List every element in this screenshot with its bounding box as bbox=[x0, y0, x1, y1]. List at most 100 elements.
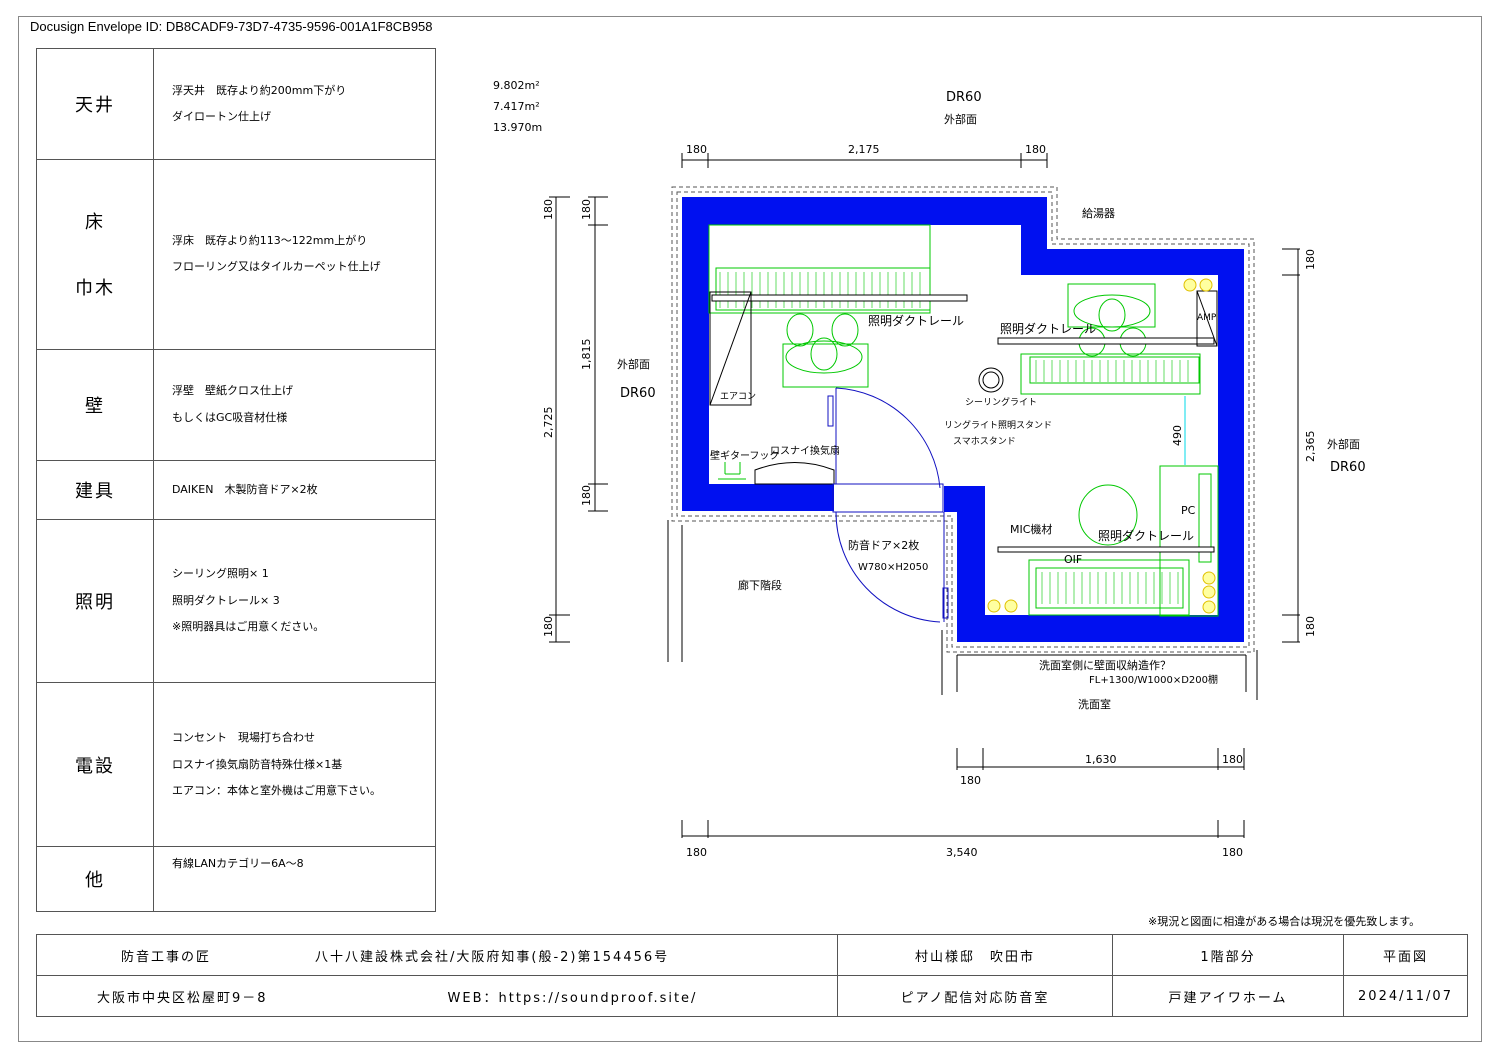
spec-row-floor: 床巾木 浮床 既存より約113～122mm上がりフローリング又はタイルカーペット… bbox=[36, 159, 436, 350]
dim-bottom-mid: 3,540 bbox=[946, 846, 978, 859]
amp-label: AMP bbox=[1197, 313, 1217, 323]
dim-bottom-left: 180 bbox=[686, 846, 707, 859]
spec-row-electrical: 電設 コンセント 現場打ち合わせロスナイ換気扇防音特殊仕様×1基エアコン：本体と… bbox=[36, 682, 436, 848]
dim-mid-center: 1,630 bbox=[1085, 753, 1117, 766]
spec-heading: 照明 bbox=[36, 518, 154, 684]
dim-top-left: 180 bbox=[686, 143, 707, 156]
top-exterior: 外部面 bbox=[944, 112, 977, 126]
dim-mid-right: 180 bbox=[1222, 753, 1243, 766]
spec-line: 照明ダクトレール× 3 bbox=[172, 593, 280, 607]
dim-left-outer-bottom: 180 bbox=[542, 616, 555, 637]
ventilation-fan bbox=[754, 462, 835, 485]
spec-line: 有線LANカテゴリー6A～8 bbox=[172, 857, 304, 871]
dim-left-outer-top: 180 bbox=[542, 199, 555, 220]
company-license: 八十八建設株式会社/大阪府知事(般-2)第154456号 bbox=[315, 949, 670, 965]
area-1: 9.802m² bbox=[493, 79, 540, 92]
exterior-dashed-outline-inner bbox=[676, 191, 1250, 648]
spec-line: もしくはGC吸音材仕様 bbox=[172, 410, 288, 424]
duct-rail-2-label: 照明ダクトレール bbox=[1000, 321, 1096, 336]
door-size: W780×H2050 bbox=[858, 562, 928, 573]
spec-table: 天井 浮天井 既存より約200mm下がりダイロートン仕上げ 床巾木 浮床 既存よ… bbox=[36, 47, 436, 912]
floor: 1階部分 bbox=[1112, 934, 1344, 976]
keyboard-right bbox=[1020, 353, 1201, 395]
guitar-hook bbox=[718, 462, 746, 480]
spec-row-other: 他 有線LANカテゴリー6A～8 bbox=[36, 846, 436, 912]
left-exterior: 外部面 bbox=[617, 357, 650, 371]
date: 2024/11/07 bbox=[1343, 975, 1468, 1017]
spec-line: フローリング又はタイルカーペット仕上げ bbox=[172, 260, 381, 274]
spec-line: ダイロートン仕上げ bbox=[172, 110, 271, 124]
spec-heading: 建具 bbox=[36, 459, 154, 520]
disclaimer-note: ※現況と図面に相違がある場合は現況を優先致します。 bbox=[1148, 915, 1421, 928]
aircon-label: エアコン bbox=[720, 392, 756, 402]
right-exterior: 外部面 bbox=[1327, 437, 1360, 451]
duct-rail-1-label: 照明ダクトレール bbox=[868, 313, 964, 328]
door-1-swing bbox=[835, 387, 941, 489]
spec-line: 浮床 既存より約113～122mm上がり bbox=[172, 234, 368, 248]
ring-light-label: リングライト照明スタンド bbox=[944, 419, 1052, 431]
website[interactable]: WEB：https://soundproof.site/ bbox=[447, 990, 698, 1006]
area-3: 13.970m bbox=[493, 121, 542, 134]
duct-rail-2 bbox=[997, 337, 1215, 345]
chair bbox=[1078, 484, 1138, 546]
spec-line: ロスナイ換気扇防音特殊仕様×1基 bbox=[172, 757, 343, 771]
spec-heading: 天井 bbox=[36, 47, 154, 161]
exterior-dashed-outline bbox=[671, 186, 1255, 653]
guitar-hook-label: 壁ギターフック bbox=[710, 449, 779, 462]
dim-left-outer-mid: 2,725 bbox=[542, 407, 555, 439]
pc-desk bbox=[1159, 465, 1219, 617]
door-2-swing bbox=[835, 511, 941, 623]
corridor-label: 廊下階段 bbox=[738, 578, 782, 592]
brand: 防音工事の匠 bbox=[121, 949, 212, 965]
spec-heading: 電設 bbox=[36, 682, 154, 848]
spec-line: 浮壁 壁紙クロス仕上げ bbox=[172, 384, 293, 398]
water-heater-label: 給湯器 bbox=[1082, 206, 1115, 220]
mic-label: MIC機材 bbox=[1010, 522, 1052, 536]
duct-rail-3 bbox=[997, 546, 1215, 553]
project-name: ピアノ配信対応防音室 bbox=[837, 975, 1113, 1017]
dim-right-mid: 2,365 bbox=[1304, 431, 1317, 463]
spec-line: コンセント 現場打ち合わせ bbox=[172, 731, 315, 745]
drawing-type: 平面図 bbox=[1343, 934, 1468, 976]
furniture bbox=[708, 224, 1219, 617]
spec-line: DAIKEN 木製防音ドア×2枚 bbox=[172, 482, 318, 496]
area-2: 7.417m² bbox=[493, 100, 540, 113]
spec-line: シーリング照明× 1 bbox=[172, 567, 269, 581]
keyboard-bottom bbox=[1028, 559, 1190, 616]
dim-right-top: 180 bbox=[1304, 249, 1317, 270]
dim-left-inner-bottom: 180 bbox=[580, 485, 593, 506]
piano-keys bbox=[719, 272, 1189, 604]
title-block: 防音工事の匠 八十八建設株式会社/大阪府知事(般-2)第154456号 村山様邸 … bbox=[36, 934, 1468, 1017]
client: 村山様邸 吹田市 bbox=[837, 934, 1113, 976]
dim-bottom-right: 180 bbox=[1222, 846, 1243, 859]
spec-row-ceiling: 天井 浮天井 既存より約200mm下がりダイロートン仕上げ bbox=[36, 47, 436, 161]
door-note: 防音ドア×2枚 bbox=[848, 538, 919, 552]
spec-line: 浮天井 既存より約200mm下がり bbox=[172, 83, 347, 97]
right-dr60: DR60 bbox=[1330, 460, 1366, 475]
pc-label: PC bbox=[1181, 504, 1196, 517]
spec-heading: 壁 bbox=[36, 348, 154, 461]
address: 大阪市中央区松屋町9－8 bbox=[97, 990, 268, 1006]
washroom-label: 洗面室 bbox=[1078, 697, 1111, 711]
monitor bbox=[1198, 473, 1212, 563]
dim-mid-left: 180 bbox=[960, 774, 981, 787]
piano-bench-top bbox=[782, 343, 869, 388]
fan-label: ロスナイ換気扇 bbox=[770, 444, 840, 457]
aircon-unit bbox=[709, 291, 752, 406]
spec-line: ※照明器具はご用意ください。 bbox=[172, 620, 325, 634]
phone-stand-label: スマホスタンド bbox=[953, 436, 1016, 447]
spec-heading: 他 bbox=[36, 846, 154, 912]
spec-row-lighting: 照明 シーリング照明× 1 照明ダクトレール× 3 ※照明器具はご用意ください。 bbox=[36, 518, 436, 684]
dim-top-right: 180 bbox=[1025, 143, 1046, 156]
top-dr60: DR60 bbox=[946, 90, 982, 105]
fixtures bbox=[709, 290, 1218, 553]
soundproof-walls bbox=[682, 197, 1244, 642]
soundproof-doors bbox=[827, 387, 949, 623]
spec-row-fittings: 建具 DAIKEN 木製防音ドア×2枚 bbox=[36, 459, 436, 520]
duct-rail-1 bbox=[711, 294, 968, 302]
envelope-id: Docusign Envelope ID: DB8CADF9-73D7-4735… bbox=[30, 19, 433, 34]
dim-left-inner-mid: 1,815 bbox=[580, 339, 593, 371]
duct-rail-3-label: 照明ダクトレール bbox=[1098, 528, 1194, 543]
